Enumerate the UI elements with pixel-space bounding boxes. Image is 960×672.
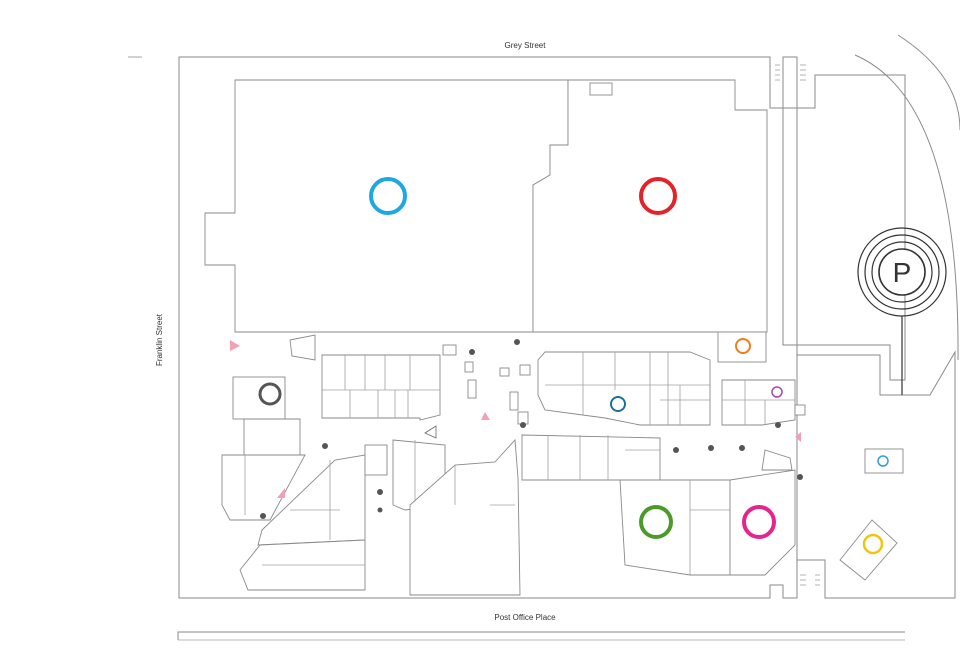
store-orange — [717, 331, 767, 363]
bottom-street-line — [177, 631, 905, 640]
anchor-store-right — [532, 79, 768, 333]
store-yellow — [839, 519, 898, 581]
kiosk-4 — [499, 367, 510, 377]
facility-dots — [260, 339, 803, 519]
street-label-left: Franklin Street — [155, 313, 164, 366]
shop-block-center-lower — [364, 438, 521, 596]
marker-anchor-left[interactable] — [369, 177, 407, 215]
mall-outline — [178, 56, 798, 599]
marker-orange[interactable] — [735, 338, 751, 354]
shop-block-right — [721, 379, 806, 426]
entrance-hatch — [775, 64, 820, 586]
car-park-curve — [897, 34, 960, 131]
shop-block-center-right — [537, 351, 711, 426]
kiosk-2 — [464, 361, 474, 373]
marker-lightblue[interactable] — [877, 455, 889, 467]
shop-block-left-lower — [221, 418, 366, 591]
kiosk-3 — [467, 379, 477, 399]
marker-green[interactable] — [639, 505, 673, 539]
shop-block-center-left — [321, 354, 441, 421]
anchor-store-left — [204, 79, 569, 333]
kiosk-5 — [519, 364, 531, 376]
entry-triangles — [230, 340, 801, 498]
car-park-outline-2 — [797, 350, 956, 599]
marker-magenta[interactable] — [742, 505, 776, 539]
anchor-door — [589, 82, 613, 96]
kiosk-1 — [442, 344, 457, 356]
marker-teal[interactable] — [610, 396, 626, 412]
marker-anchor-right[interactable] — [639, 177, 677, 215]
shop-block-lower-right — [521, 434, 796, 576]
street-label-top: Grey Street — [505, 41, 547, 50]
kiosk-6 — [509, 391, 519, 411]
car-park-curve-2 — [854, 54, 959, 361]
parking-sign: P — [857, 227, 947, 395]
store-grey — [232, 376, 286, 420]
store-markers — [258, 177, 889, 555]
marker-yellow[interactable] — [862, 533, 884, 555]
shop-left-notch — [289, 334, 316, 361]
parking-label: P — [893, 257, 912, 288]
marker-grey[interactable] — [258, 382, 282, 406]
street-label-bottom: Post Office Place — [494, 613, 556, 622]
store-lightblue — [864, 448, 904, 474]
marker-purple[interactable] — [771, 386, 783, 398]
service-note: · — [597, 70, 598, 74]
car-park-outline — [782, 74, 906, 381]
